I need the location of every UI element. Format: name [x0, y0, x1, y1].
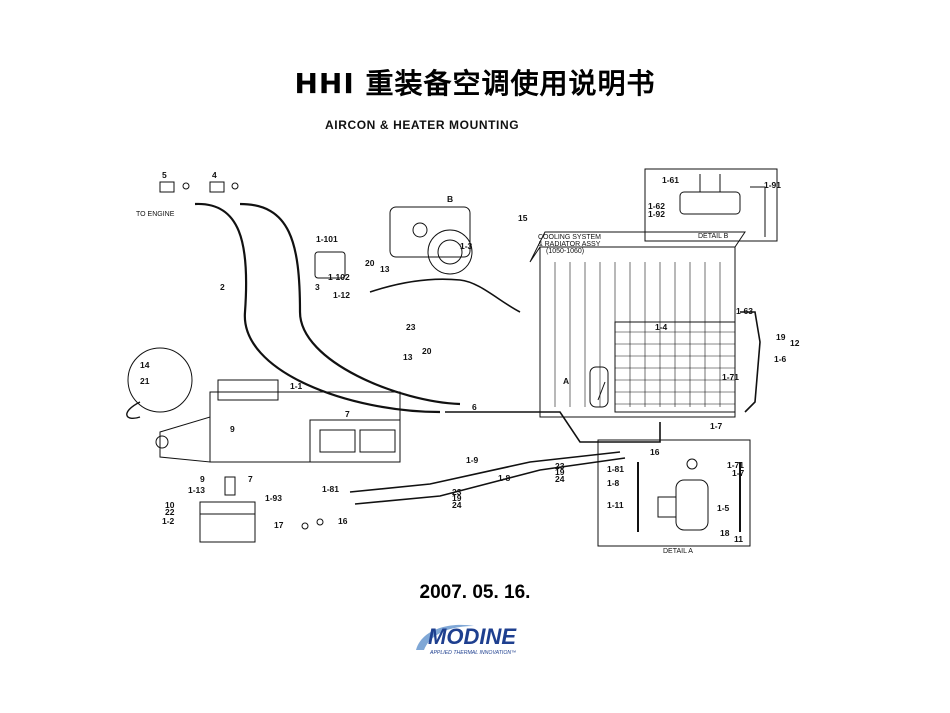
part-number: 1-2: [162, 516, 175, 526]
part-number: 1-71: [727, 460, 744, 470]
part-number: 6: [472, 402, 477, 412]
part-number: 1-102: [328, 272, 350, 282]
detail-a-box: [597, 439, 751, 547]
page-title: HHI 重装备空调使用说明书: [294, 67, 656, 100]
part-number: 20: [422, 346, 432, 356]
compressor: [389, 206, 471, 258]
part-number: 1-13: [188, 485, 205, 495]
part-number: 1-5: [717, 503, 730, 513]
part-number: 1-6: [774, 354, 787, 364]
part-number: 11: [734, 534, 743, 544]
part-number: 1-101: [316, 234, 338, 244]
condenser: [614, 321, 736, 413]
part-number: 7: [345, 409, 350, 419]
part-number: 20: [365, 258, 375, 268]
logo-swoosh: [416, 624, 474, 650]
part-number: 2: [220, 282, 225, 292]
part-number: A: [563, 376, 569, 386]
hose-3: [239, 202, 461, 406]
part-number: 24: [555, 474, 565, 484]
part-number: 21: [140, 376, 150, 386]
control-panel: [199, 501, 256, 543]
hose-2: [194, 202, 441, 414]
part-number: 1-61: [662, 175, 679, 185]
detail-callout-circle: [127, 347, 193, 413]
part-number: 1-11: [607, 500, 624, 510]
part-number: 4: [212, 170, 217, 180]
logo-tagline: APPLIED THERMAL INNOVATION™: [429, 650, 516, 656]
part-number: 23: [555, 461, 565, 471]
part-number: 24: [452, 500, 462, 510]
part-number: 1-3: [460, 241, 473, 251]
radiator-assy-label: & RADIATOR ASSY: [538, 241, 601, 248]
part-number: 3: [315, 282, 320, 292]
part-number: 14: [140, 360, 150, 370]
part-number: 19: [776, 332, 786, 342]
aircon-heater-mounting-diagram: AIRCON & HEATER MOUNTING TO ENGINE COOLI…: [126, 118, 800, 555]
part-number: 1-12: [333, 290, 350, 300]
part-number: 23: [452, 487, 462, 497]
part-number: 1-81: [322, 484, 339, 494]
part-number: 1-93: [265, 493, 282, 503]
part-number: 1-63: [736, 306, 753, 316]
part-number: 16: [650, 447, 660, 457]
cooling-system-label: COOLING SYSTEM: [538, 234, 601, 241]
part-number: 1-8: [607, 478, 620, 488]
part-number: 1-4: [655, 322, 668, 332]
part-number: 1-1: [290, 381, 303, 391]
part-number: 13: [380, 264, 390, 274]
part-number: 16: [338, 516, 348, 526]
part-number: 9: [200, 474, 205, 484]
part-number: 5: [162, 170, 167, 180]
part-number: 9: [230, 424, 235, 434]
part-number: 1-7: [710, 421, 723, 431]
document-date: 2007. 05. 16.: [419, 582, 531, 603]
detail-a-label: DETAIL A: [663, 548, 693, 555]
range-label: (1050-1060): [546, 248, 584, 255]
part-number: 10: [165, 500, 175, 510]
to-engine-label: TO ENGINE: [136, 211, 175, 218]
logo-wordmark: MODINE: [428, 624, 517, 649]
detail-b-box: [644, 168, 778, 242]
part-number: 1-92: [648, 209, 665, 219]
part-number: 1-8: [498, 473, 511, 483]
part-number: 1-71: [722, 372, 739, 382]
part-number: 13: [403, 352, 413, 362]
part-number: 1-62: [648, 201, 665, 211]
part-number: 19: [555, 467, 565, 477]
part-number: 22: [165, 507, 175, 517]
modine-logo: MODINE APPLIED THERMAL INNOVATION™: [416, 624, 517, 656]
part-number: 15: [518, 213, 528, 223]
part-number: 18: [720, 528, 730, 538]
part-number: 19: [452, 493, 462, 503]
diagram-heading: AIRCON & HEATER MOUNTING: [325, 118, 519, 132]
part-number: B: [447, 194, 453, 204]
detail-b-label: DETAIL B: [698, 233, 729, 240]
part-number: 23: [406, 322, 416, 332]
part-number: 17: [274, 520, 284, 530]
part-number: 7: [248, 474, 253, 484]
part-number: 1-7: [732, 468, 745, 478]
part-number: 12: [790, 338, 800, 348]
part-number: 1-91: [764, 180, 781, 190]
part-number: 1-9: [466, 455, 479, 465]
part-number: 1-81: [607, 464, 624, 474]
